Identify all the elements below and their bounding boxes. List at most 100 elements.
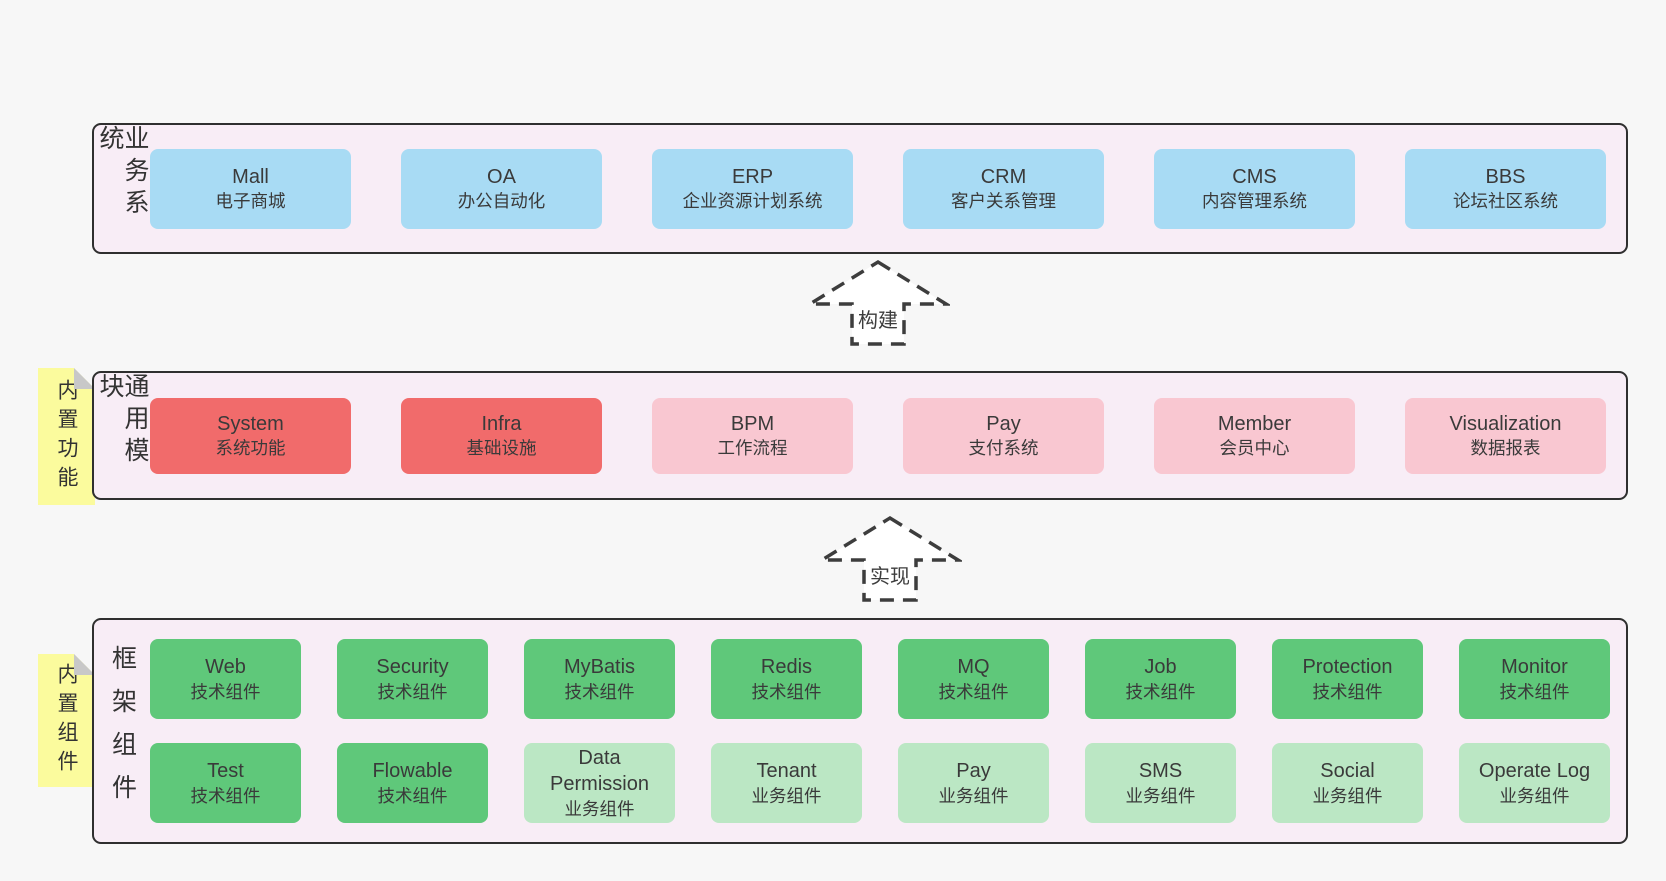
box-title: Job [1144,656,1177,679]
box-title: Monitor [1501,656,1568,679]
box-mall: Mall 电子商城 [150,148,351,229]
box-bbs: BBS 论坛社区系统 [1405,148,1606,229]
box-subtitle: 工作流程 [717,438,788,459]
box-subtitle: 业务组件 [1125,785,1196,806]
box-subtitle: 会员中心 [1219,438,1290,459]
arrow-build-label: 构建 [856,304,900,333]
box-pay: Pay 支付系统 [903,397,1104,474]
box-security: Security 技术组件 [337,639,488,719]
box-oa: OA 办公自动化 [401,148,602,229]
box-infra: Infra 基础设施 [401,397,602,474]
box-title: Protection [1302,656,1393,679]
box-sms: SMS 业务组件 [1085,743,1236,823]
box-subtitle: 业务组件 [1499,785,1570,806]
box-subtitle: 客户关系管理 [951,191,1056,212]
box-subtitle: 系统功能 [215,438,286,459]
box-title: Pay [986,412,1021,435]
box-subtitle: 数据报表 [1470,438,1541,459]
box-title: BPM [730,412,775,435]
box-title: BBS [1485,165,1526,188]
box-bpm: BPM 工作流程 [652,397,853,474]
band-label-common-modules: 通用模块 [96,373,149,469]
box-subtitle: 技术组件 [751,681,822,702]
box-title: Web [205,656,246,679]
box-subtitle: 技术组件 [1125,681,1196,702]
box-title: Pay [956,760,991,783]
framework-components-rows: Web 技术组件 Security 技术组件 MyBatis 技术组件 Redi… [150,639,1610,823]
box-title: MyBatis [563,656,636,679]
box-mybatis: MyBatis 技术组件 [524,639,675,719]
up-arrow-icon [818,515,962,602]
box-subtitle: 企业资源计划系统 [682,191,823,212]
box-job: Job 技术组件 [1085,639,1236,719]
sticky-note-text: 内置组件 [55,662,78,779]
up-arrow-icon [806,259,950,346]
box-title: Flowable [372,760,453,783]
sticky-note-text: 内置功能 [55,378,78,495]
box-data-permission: Data Permission 业务组件 [524,743,675,823]
box-tenant: Tenant 业务组件 [711,743,862,823]
box-subtitle: 技术组件 [377,785,448,806]
box-title: MQ [957,656,990,679]
box-title: Data Permission [550,747,649,796]
box-subtitle: 技术组件 [190,785,261,806]
box-title: Operate Log [1478,760,1591,783]
box-title: CMS [1232,165,1277,188]
box-title: CRM [980,165,1027,188]
box-pay-business: Pay 业务组件 [898,743,1049,823]
box-title: Visualization [1449,412,1562,435]
box-subtitle: 业务组件 [751,785,822,806]
box-subtitle: 业务组件 [1312,785,1383,806]
box-web: Web 技术组件 [150,639,301,719]
box-subtitle: 办公自动化 [457,191,546,212]
framework-row-1: Web 技术组件 Security 技术组件 MyBatis 技术组件 Redi… [150,639,1610,719]
sticky-note-builtin-features: 内置功能 [38,368,95,505]
box-subtitle: 技术组件 [377,681,448,702]
box-subtitle: 支付系统 [968,438,1039,459]
box-subtitle: 技术组件 [1312,681,1383,702]
box-title: System [217,412,284,435]
box-protection: Protection 技术组件 [1272,639,1423,719]
band-label-business-systems: 业务系统 [96,125,149,221]
box-title: Social [1320,760,1375,783]
band-business-systems: 业务系统 Mall 电子商城 OA 办公自动化 ERP 企业资源计划系统 CRM… [92,123,1628,254]
band-common-modules: 通用模块 System 系统功能 Infra 基础设施 BPM 工作流程 Pay… [92,371,1628,500]
box-monitor: Monitor 技术组件 [1459,639,1610,719]
box-flowable: Flowable 技术组件 [337,743,488,823]
box-title: ERP [731,165,774,188]
box-title: Mall [232,165,269,188]
box-subtitle: 技术组件 [564,681,635,702]
box-subtitle: 基础设施 [466,438,537,459]
box-title: Infra [481,412,522,435]
box-title: SMS [1138,760,1183,783]
arrow-build: 构建 [806,258,950,348]
box-title: Member [1217,412,1292,435]
box-member: Member 会员中心 [1154,397,1355,474]
business-systems-row: Mall 电子商城 OA 办公自动化 ERP 企业资源计划系统 CRM 客户关系… [150,148,1606,229]
box-test: Test 技术组件 [150,743,301,823]
box-subtitle: 电子商城 [215,191,286,212]
box-crm: CRM 客户关系管理 [903,148,1104,229]
box-system: System 系统功能 [150,397,351,474]
arrow-implement: 实现 [818,514,962,604]
box-visualization: Visualization 数据报表 [1405,397,1606,474]
box-title: Redis [760,656,813,679]
box-subtitle: 业务组件 [564,798,635,819]
box-title: Test [207,760,244,783]
box-mq: MQ 技术组件 [898,639,1049,719]
box-title: Tenant [756,760,817,783]
box-title: Security [376,656,449,679]
arrow-implement-label: 实现 [868,560,912,589]
box-cms: CMS 内容管理系统 [1154,148,1355,229]
box-operate-log: Operate Log 业务组件 [1459,743,1610,823]
box-redis: Redis 技术组件 [711,639,862,719]
box-title: OA [487,165,516,188]
box-social: Social 业务组件 [1272,743,1423,823]
box-erp: ERP 企业资源计划系统 [652,148,853,229]
box-subtitle: 技术组件 [938,681,1009,702]
box-subtitle: 业务组件 [938,785,1009,806]
box-subtitle: 论坛社区系统 [1453,191,1558,212]
common-modules-row: System 系统功能 Infra 基础设施 BPM 工作流程 Pay 支付系统… [150,397,1606,474]
box-subtitle: 技术组件 [1499,681,1570,702]
